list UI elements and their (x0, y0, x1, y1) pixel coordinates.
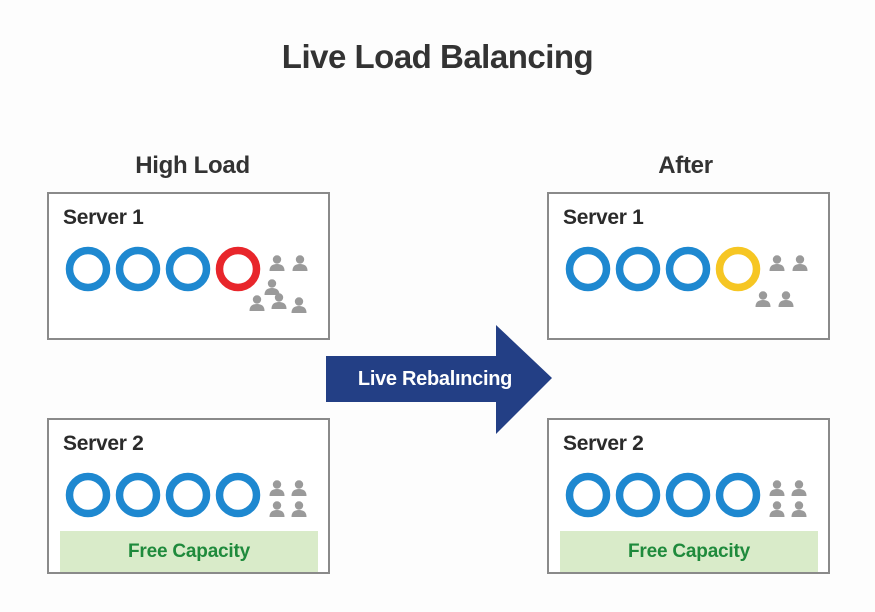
user-icon (249, 295, 265, 311)
ring-normal (665, 472, 711, 518)
ring-normal (615, 472, 661, 518)
ring-normal (165, 246, 211, 292)
ring-normal (115, 472, 161, 518)
server-name: Server 2 (63, 432, 144, 455)
user-icon (264, 279, 280, 295)
free-capacity-bar: Free Capacity (560, 531, 818, 572)
server-load-graphic (65, 246, 308, 313)
ring-balanced (715, 246, 761, 292)
user-icon (271, 293, 287, 309)
free-capacity-bar: Free Capacity (60, 531, 318, 572)
column-label-after: After (658, 152, 713, 179)
ring-overloaded (215, 246, 261, 292)
server-name: Server 1 (563, 206, 644, 229)
ring-normal (165, 472, 211, 518)
server-box-high-load-server-2: Server 2 Free Capacity (47, 418, 330, 574)
ring-normal (715, 472, 761, 518)
ring-normal (215, 472, 261, 518)
server-load-graphic (565, 246, 808, 307)
server-load-graphic (565, 472, 807, 518)
right-arrow-icon (326, 325, 552, 434)
ring-normal (565, 472, 611, 518)
ring-normal (665, 246, 711, 292)
user-icon (791, 480, 807, 496)
rebalancing-arrow-shape (326, 325, 552, 434)
server-name: Server 1 (63, 206, 144, 229)
user-icon (291, 297, 307, 313)
user-icon (291, 480, 307, 496)
server-load-graphic (65, 472, 307, 518)
user-icon (291, 501, 307, 517)
user-icon (769, 501, 785, 517)
column-label-high-load: High Load (135, 152, 250, 179)
diagram-title: Live Load Balancing (281, 38, 594, 75)
user-icon (778, 291, 794, 307)
ring-normal (615, 246, 661, 292)
user-icon (769, 255, 785, 271)
server-box-after-server-2: Server 2 Free Capacity (547, 418, 830, 574)
ring-normal (115, 246, 161, 292)
server-name: Server 2 (563, 432, 644, 455)
server-box-after-server-1: Server 1 (547, 192, 830, 340)
ring-normal (565, 246, 611, 292)
ring-normal (65, 472, 111, 518)
user-icon (269, 255, 285, 271)
arrow-label: Live Rebalıncing (357, 367, 513, 390)
user-icon (792, 255, 808, 271)
user-icon (769, 480, 785, 496)
server-box-high-load-server-1: Server 1 (47, 192, 330, 340)
user-icon (269, 480, 285, 496)
user-icon (292, 255, 308, 271)
user-icon (791, 501, 807, 517)
user-icon (755, 291, 771, 307)
user-icon (269, 501, 285, 517)
ring-normal (65, 246, 111, 292)
